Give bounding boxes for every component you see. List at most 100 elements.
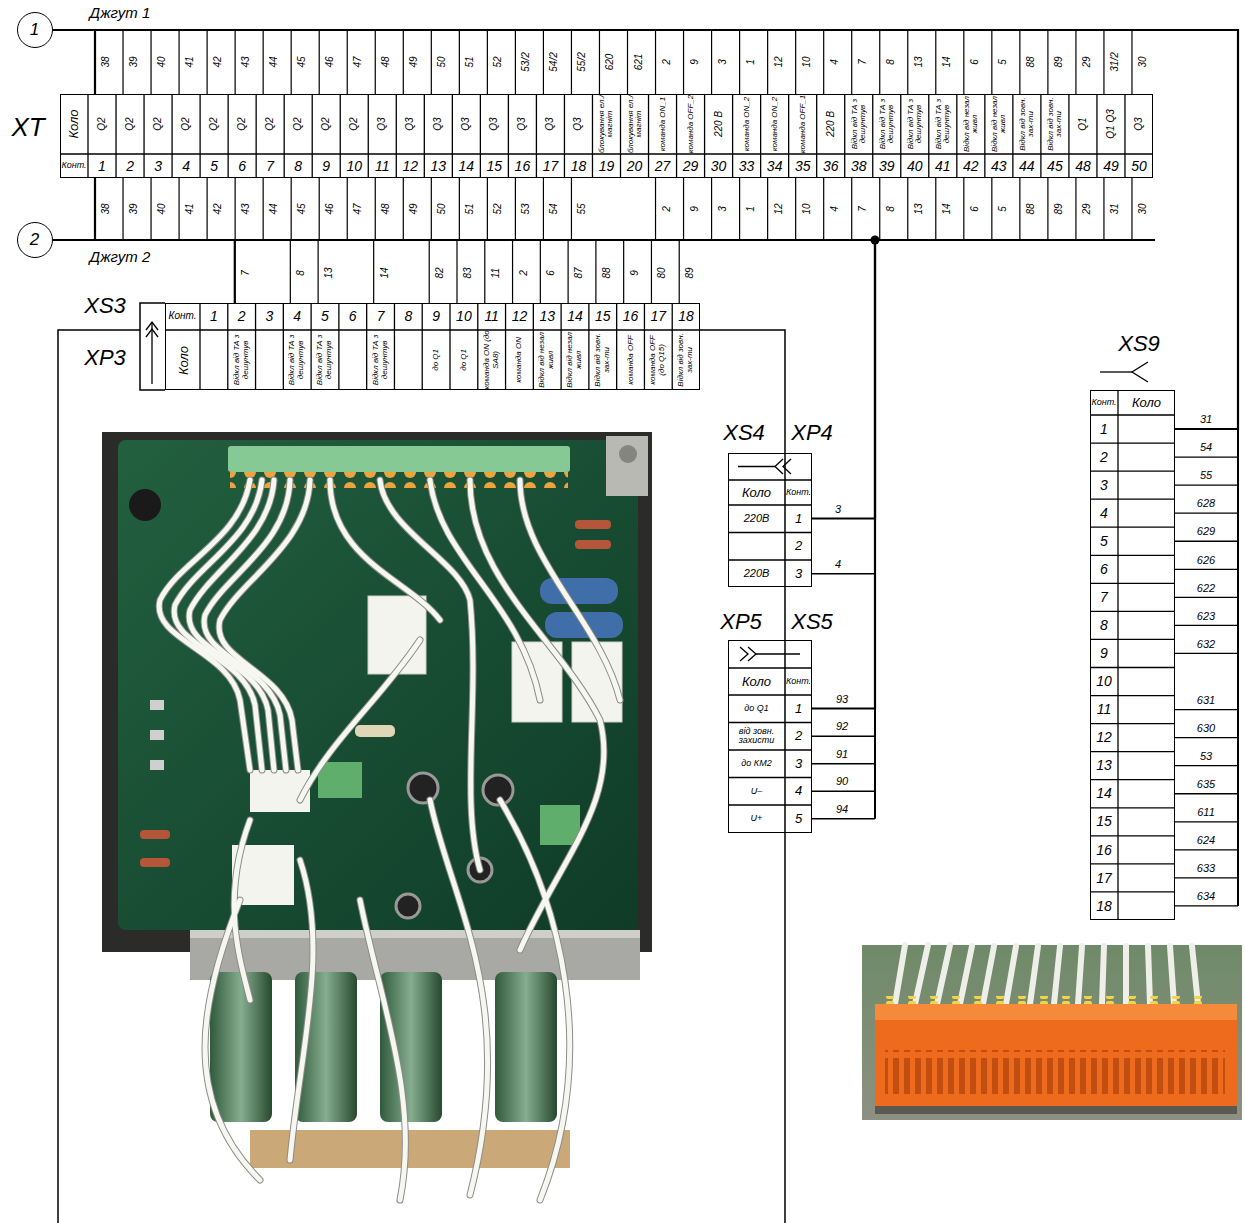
- connector-symbol: [756, 653, 800, 654]
- drawing-part: [937, 945, 950, 1004]
- wire-number-cell: 46: [322, 34, 338, 90]
- wire-number: 54: [546, 183, 562, 235]
- wire-number: 38: [98, 34, 114, 90]
- designator: XS3: [74, 294, 136, 318]
- grid-line: [728, 694, 812, 695]
- circuit-name-cell: Відкл від ТА з дешунтув: [311, 330, 339, 390]
- wire-number: 623: [1186, 609, 1226, 623]
- wire-number-cell: 38: [98, 34, 114, 90]
- circuit-name: Q2: [284, 94, 312, 154]
- wire-number: 611: [1186, 806, 1226, 820]
- grid-line: [60, 153, 1153, 154]
- grid-line: [452, 94, 453, 178]
- drawing-part: [606, 436, 648, 496]
- wire-number: 8: [883, 34, 899, 90]
- circuit-name-cell: Q3: [452, 94, 480, 154]
- circuit-name: команда OFF_2: [677, 94, 705, 154]
- circuit-name: Відкл від незал живл: [957, 94, 985, 154]
- contact-number: 6: [228, 154, 256, 178]
- connector-symbol: [738, 466, 775, 467]
- wire-number-cell: 41: [182, 34, 198, 90]
- contact-number: 15: [480, 154, 508, 178]
- grid-line: [672, 303, 673, 390]
- wire: [812, 736, 875, 737]
- wire-number-cell: 45: [294, 183, 310, 235]
- grid-line: [956, 94, 957, 178]
- grid-line: [728, 749, 812, 750]
- contact-number: 13: [533, 303, 561, 330]
- harness-circle: 1: [17, 12, 53, 48]
- grid-line: [368, 94, 369, 178]
- drawing-part: [380, 972, 442, 1122]
- contact-number: 3: [785, 560, 812, 588]
- circuit-name-cell: команда ON: [506, 330, 534, 390]
- wire-number: 53: [1186, 750, 1226, 764]
- row-header: Конт.: [60, 154, 88, 178]
- circuit-name: команда ON_2: [761, 94, 789, 154]
- circuit-name-cell: Відкл від ТА з дешунтув: [901, 94, 929, 154]
- grid-line: [1124, 94, 1125, 178]
- contact-number: 8: [1090, 611, 1118, 639]
- grid-line: [477, 303, 478, 390]
- row-header: Коло: [165, 330, 200, 390]
- circuit-name: 220 В: [817, 94, 845, 154]
- wire-number: 52: [490, 183, 506, 235]
- wire-number-cell: 38: [98, 183, 114, 235]
- wire-number-cell: 2: [659, 183, 675, 235]
- wire-number-cell: 44: [266, 183, 282, 235]
- contact-number: 1: [200, 303, 228, 330]
- wire-number: 93: [826, 693, 858, 707]
- contact-number: 49: [1097, 154, 1125, 178]
- drawing-part: [862, 945, 1242, 1120]
- connector-symbol: [151, 322, 152, 384]
- wire: [431, 30, 432, 94]
- grid-line: [844, 94, 845, 178]
- contact-number: 2: [785, 723, 812, 751]
- contact-number: 12: [506, 303, 534, 330]
- wire-number: 39: [126, 183, 142, 235]
- wire-number-cell: 7: [238, 248, 254, 298]
- grid-line: [284, 94, 285, 178]
- grid-line: [340, 94, 341, 178]
- wire-number-cell: 51: [462, 183, 478, 235]
- circuit-name-cell: Q1 Q3: [1097, 94, 1125, 154]
- wire-number-cell: 50: [434, 34, 450, 90]
- wire: [851, 178, 852, 240]
- grid-line: [1090, 639, 1175, 640]
- wire-number-cell: 8: [293, 248, 309, 298]
- row-header-cell: Коло: [165, 330, 200, 390]
- circuit-name-cell: 220 В: [817, 94, 845, 154]
- connector-symbol: [140, 303, 165, 390]
- contact-number: 3: [785, 750, 812, 778]
- wire-number: 49: [406, 183, 422, 235]
- contact-number: 15: [1090, 808, 1118, 836]
- wire-number: 51: [462, 183, 478, 235]
- wire: [627, 30, 628, 94]
- drawing-part: [150, 700, 164, 710]
- wire: [623, 240, 624, 303]
- wire: [651, 240, 652, 303]
- circuit-name: Відкл від зовн. зах-ти: [1041, 94, 1069, 154]
- wire-number-cell: 29: [1079, 183, 1095, 235]
- grid-line: [648, 94, 649, 178]
- contact-number: 13: [1090, 752, 1118, 780]
- wire-number: 14: [377, 248, 393, 298]
- circuit-name: Q1 Q3: [1097, 94, 1125, 154]
- circuit-name-cell: Відкл від ТА з дешунтув: [873, 94, 901, 154]
- contact-number: 43: [985, 154, 1013, 178]
- wire: [122, 30, 123, 94]
- circuit-name: Відкл від ТА з дешунтув: [228, 330, 256, 390]
- wire-number-cell: 3: [715, 183, 731, 235]
- grid-line: [338, 303, 339, 390]
- grid-line: [592, 94, 593, 178]
- grid-line: [728, 722, 812, 723]
- wire-number: 9: [627, 248, 643, 298]
- wire-number-cell: 80: [654, 248, 670, 298]
- drawing-part: [875, 1004, 1237, 1106]
- wire-number: 3: [715, 34, 731, 90]
- wire-number-cell: 5: [995, 34, 1011, 90]
- contact-number: 7: [367, 303, 395, 330]
- wire: [1175, 737, 1238, 738]
- drawing-part: [190, 930, 640, 938]
